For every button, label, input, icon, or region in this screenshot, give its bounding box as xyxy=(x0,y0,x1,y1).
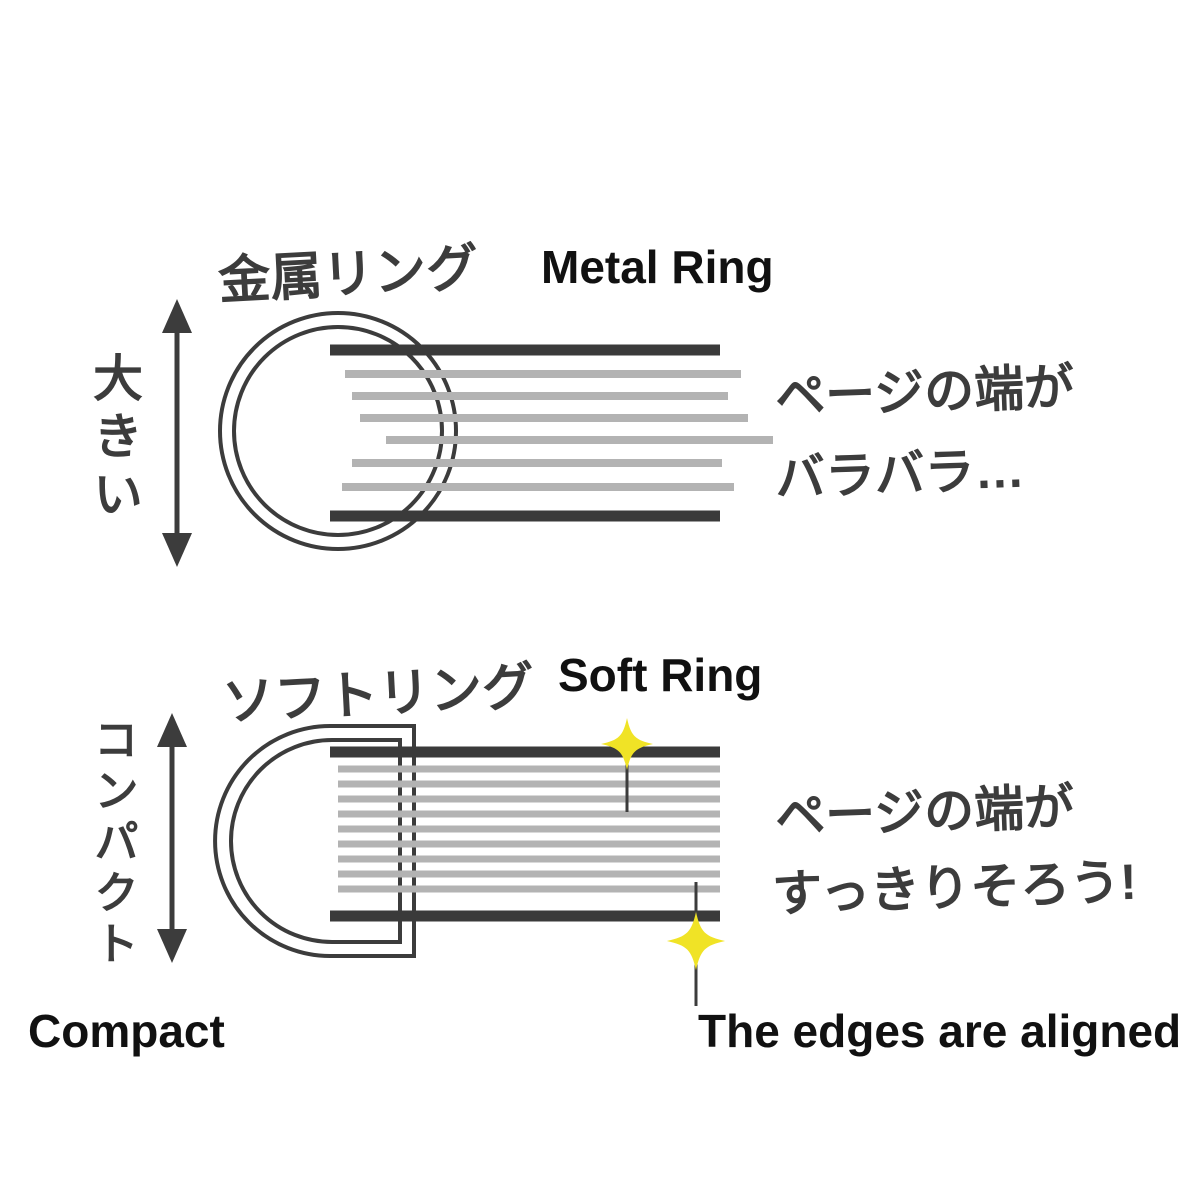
bottom-note-line1: ページの端が xyxy=(774,778,1076,846)
soft-ring-label-en: Soft Ring xyxy=(558,649,763,701)
metal-ring-label-en: Metal Ring xyxy=(541,241,774,293)
top-note-line2: バラバラ… xyxy=(774,441,1026,507)
top-size-arrow-head-down xyxy=(162,533,192,567)
bottom-size-label: コンパクト xyxy=(87,716,138,971)
top-size-arrow-head-up xyxy=(162,299,192,333)
bottom-size-arrow-head-down xyxy=(157,929,187,963)
bottom-size-arrow-head-up xyxy=(157,713,187,747)
bottom-size-arrow xyxy=(157,713,187,963)
soft-ring-inner-outline xyxy=(229,738,402,944)
metal-ring-outer-circle xyxy=(218,311,458,551)
soft-ring-outer-outline xyxy=(213,724,416,958)
caption-compact: Compact xyxy=(28,1005,225,1057)
soft-ring-pages xyxy=(330,746,720,922)
caption-edges-aligned: The edges are aligned xyxy=(698,1005,1182,1057)
top-size-arrow xyxy=(162,299,192,567)
metal-ring-label-jp: 金属リング xyxy=(216,239,480,311)
metal-ring-inner-circle xyxy=(232,325,444,537)
top-note-line1: ページの端が xyxy=(774,358,1076,426)
metal-ring-pages xyxy=(330,344,773,522)
top-size-label: 大きい xyxy=(86,352,142,526)
top-sparkle-icon xyxy=(601,718,653,770)
soft-ring-icon xyxy=(213,724,416,958)
sparkle-star xyxy=(601,718,653,770)
metal-ring-icon xyxy=(218,311,458,551)
bottom-sparkle-icon xyxy=(666,911,726,971)
sparkle-star xyxy=(666,911,726,971)
bottom-note-line2: すっきりそろう! xyxy=(771,853,1138,923)
